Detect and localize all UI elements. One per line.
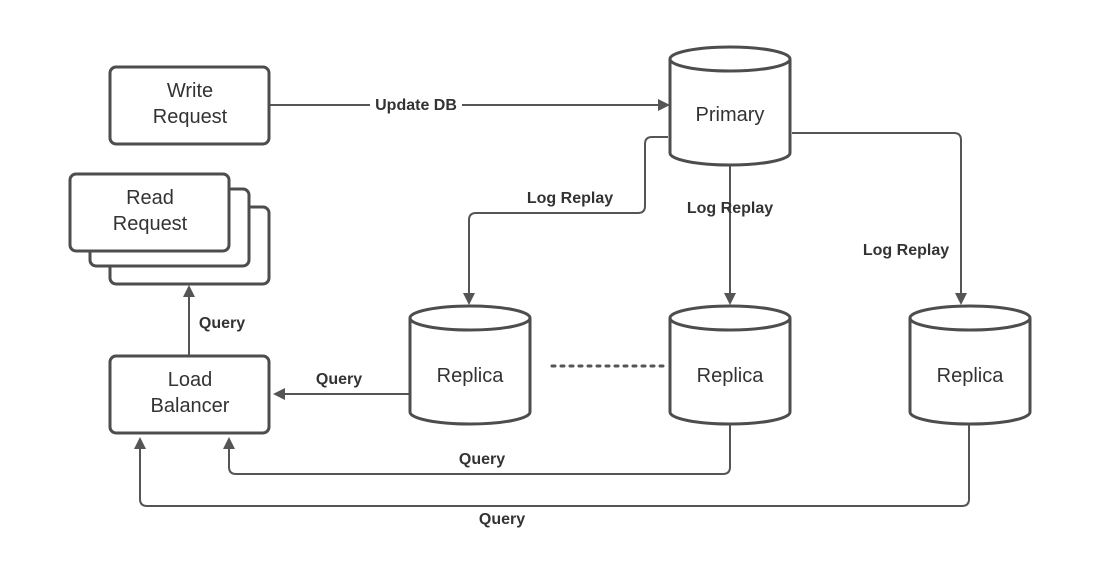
edge-label-log-replay-3: Log Replay <box>863 242 949 259</box>
replica-database-2: Replica <box>668 304 792 426</box>
edge-label-log-replay-1: Log Replay <box>527 190 613 207</box>
read-request-stack-front <box>68 172 231 253</box>
write-request-label-line1: Write <box>167 80 213 102</box>
edge-label-query-replica-1: Query <box>316 371 362 388</box>
edge-label-update-db: Update DB <box>375 97 457 114</box>
edge-query-replica-2 <box>223 425 731 475</box>
replica-database-3: Replica <box>908 304 1032 426</box>
load-balancer-label-line1: Load <box>168 369 213 391</box>
replica-3-label: Replica <box>937 365 1005 387</box>
write-request-node: Write Request <box>108 65 271 146</box>
edge-log-replay-1 <box>463 136 668 305</box>
edge-query-replica-3 <box>134 425 970 507</box>
primary-database: Primary <box>668 45 792 167</box>
load-balancer-node: Load Balancer <box>108 354 271 435</box>
edge-log-replay-3 <box>792 132 967 305</box>
replica-database-1: Replica <box>408 304 532 426</box>
primary-label: Primary <box>696 104 765 126</box>
replica-1-label: Replica <box>437 365 505 387</box>
edge-label-query-replica-2: Query <box>459 451 505 468</box>
read-request-node: Read Request <box>68 172 271 286</box>
load-balancer-label-line2: Balancer <box>151 395 230 417</box>
replica-2-label: Replica <box>697 365 765 387</box>
read-request-label-line1: Read <box>126 187 174 209</box>
edge-label-query-replica-3: Query <box>479 511 525 528</box>
edge-label-log-replay-2: Log Replay <box>687 200 773 217</box>
read-request-label-line2: Request <box>113 213 188 235</box>
edge-label-query-lb-to-read: Query <box>199 315 245 332</box>
write-request-label-line2: Request <box>153 106 228 128</box>
